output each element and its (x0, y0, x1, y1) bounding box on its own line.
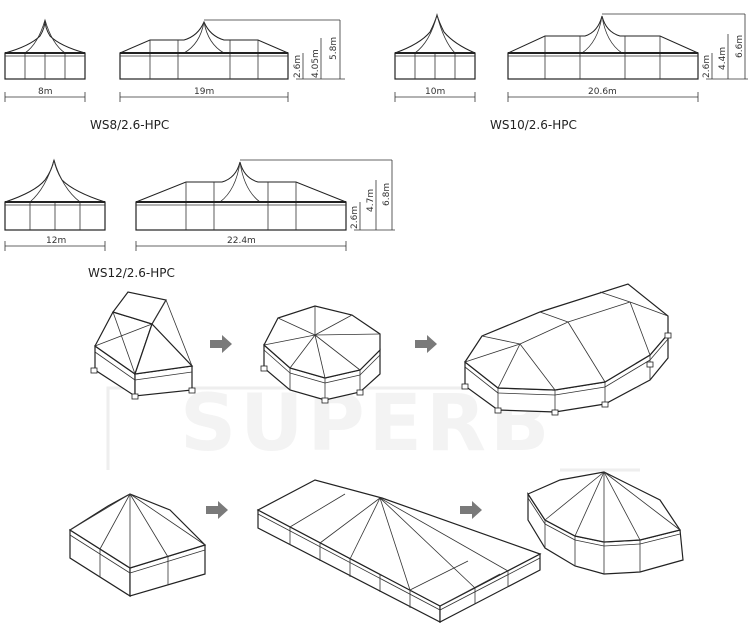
iso-tent-high-peak-combined (527, 471, 684, 575)
iso-tent-high-peak (68, 493, 207, 598)
ws8-width-dims: 8m 19m (4, 87, 289, 102)
arrow-right-icon (210, 335, 232, 353)
ws12-square-elevation (4, 158, 106, 231)
arrow-right-icon (415, 335, 437, 353)
ws12-model-label: WS12/2.6-HPC (88, 266, 175, 280)
ws10-square-elevation (394, 13, 476, 80)
ws10-long-elevation (507, 13, 745, 80)
ws8-square-elevation (4, 18, 86, 80)
ws10-height-3: 6.6m (735, 35, 745, 58)
ws12-width: 12m (46, 236, 66, 246)
ws10-height-1: 2.6m (702, 55, 712, 78)
arrow-right-icon (206, 501, 228, 519)
iso-tent-high-peak-extended (256, 479, 542, 623)
ws10-width-dims: 10m 20.6m (394, 87, 699, 102)
ws12-length: 22.4m (227, 236, 256, 246)
ws8-model-label: WS8/2.6-HPC (90, 118, 169, 132)
iso-tent-octagon (260, 305, 381, 404)
ws8-height-3: 5.8m (329, 37, 339, 60)
ws8-height-dims: 2.6m 4.05m 5.8m (293, 20, 345, 80)
ws12-height-3: 6.8m (382, 183, 392, 206)
ws8-height-1: 2.6m (293, 55, 303, 78)
ws8-long-elevation (119, 19, 340, 80)
ws12-long-elevation (135, 159, 392, 231)
ws12-height-dims: 2.6m 4.7m 6.8m (350, 160, 395, 231)
ws12-height-1: 2.6m (350, 206, 360, 229)
arrow-right-icon (460, 501, 482, 519)
ws10-length: 20.6m (588, 87, 617, 97)
ws10-model-label: WS10/2.6-HPC (490, 118, 577, 132)
ws8-width: 8m (38, 87, 53, 97)
iso-tent-gable-small (90, 291, 196, 400)
ws10-width: 10m (425, 87, 445, 97)
ws12-width-dims: 12m 22.4m (4, 236, 347, 251)
ws12-height-2: 4.7m (366, 189, 376, 212)
ws8-length: 19m (194, 87, 214, 97)
ws10-height-dims: 2.6m 4.4m 6.6m (702, 14, 748, 80)
ws10-height-2: 4.4m (718, 47, 728, 70)
ws8-height-2: 4.05m (311, 49, 321, 78)
iso-tent-octagon-extended (461, 283, 672, 416)
